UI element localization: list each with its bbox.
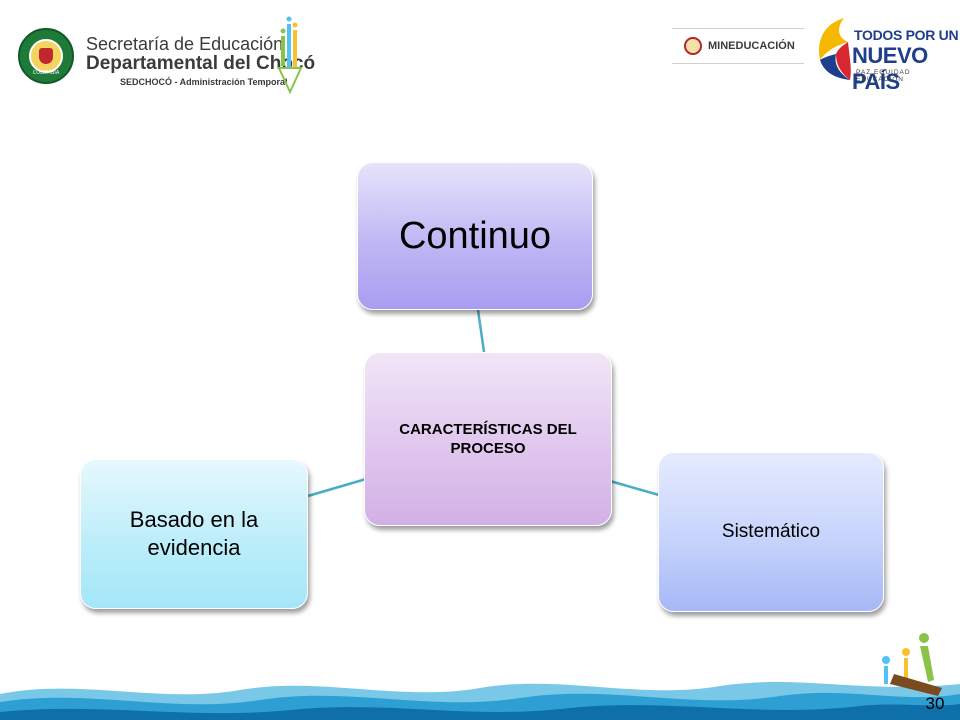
mineducacion-text: MINEDUCACIÓN xyxy=(708,40,795,52)
node-center-label: CARACTERÍSTICAS DEL PROCESO xyxy=(399,421,577,457)
todos-por-un-nuevo-pais-icon xyxy=(819,18,851,80)
node-caracteristicas-del-proceso: CARACTERÍSTICAS DEL PROCESO xyxy=(364,352,612,526)
children-figures-icon xyxy=(882,633,942,696)
sedchoco-subtitle: SEDCHOCÓ - Administración Temporal xyxy=(120,77,288,87)
page-number: 30 xyxy=(925,694,945,713)
gov-logo-line3: PAZ EQUIDAD EDUCACIÓN xyxy=(856,69,911,83)
gov-logo-line1: TODOS POR UN xyxy=(854,27,959,43)
node-basado-en-la-evidencia: Basado en la evidencia xyxy=(80,459,308,609)
mineducacion-logo: MINEDUCACIÓN xyxy=(672,28,804,64)
node-sistematico-label: Sistemático xyxy=(721,521,821,542)
department-seal-logo: COLOMBIA xyxy=(18,28,74,84)
seal-text: COLOMBIA xyxy=(32,70,60,76)
colombia-shield-icon xyxy=(684,37,702,55)
footer-wave-decoration xyxy=(0,682,960,720)
node-sistematico: Sistemático xyxy=(658,452,884,612)
connector-right xyxy=(609,479,660,497)
connector-left xyxy=(307,477,367,498)
gov-logo-line2: NUEVO PAÍS xyxy=(852,43,928,94)
seal-shield-icon xyxy=(39,48,53,64)
secretaria-title: Secretaría de Educación xyxy=(86,34,284,54)
pencil-people-icon xyxy=(277,16,303,94)
node-continuo-label: Continuo xyxy=(398,214,552,257)
seal-inner xyxy=(29,39,63,73)
connector-top xyxy=(476,309,486,353)
departamental-title: Departamental del Chocó xyxy=(86,53,316,74)
node-evidencia-label: Basado en la evidencia xyxy=(129,507,259,560)
node-continuo: Continuo xyxy=(357,162,593,310)
